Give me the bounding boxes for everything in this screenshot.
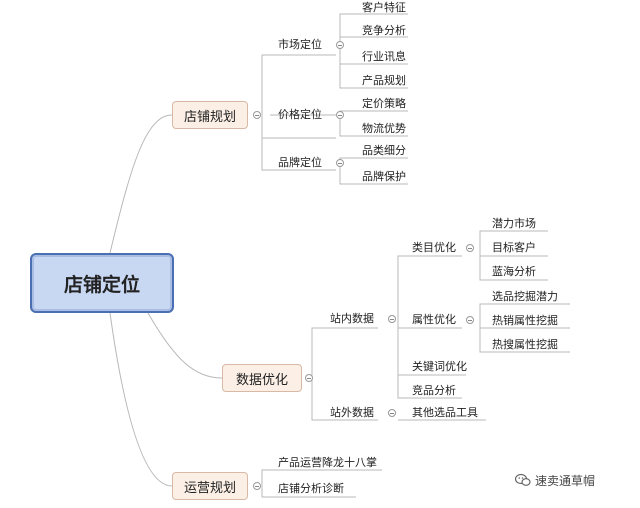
leaf-store-diagnosis[interactable]: 店铺分析诊断	[278, 482, 344, 495]
leaf-other-tools[interactable]: 其他选品工具	[412, 406, 478, 419]
collapse-toggle-brand[interactable]	[336, 159, 344, 167]
collapse-toggle-data-optimization[interactable]	[305, 374, 313, 382]
leaf-blue-ocean[interactable]: 蓝海分析	[492, 265, 536, 278]
connector-root-b2	[147, 312, 223, 379]
leaf-industry-news[interactable]: 行业讯息	[362, 50, 406, 63]
collapse-toggle-attribute[interactable]	[466, 316, 474, 324]
branch-node-data-optimization[interactable]: 数据优化	[222, 364, 302, 392]
leaf-hot-search-attributes[interactable]: 热搜属性挖掘	[492, 338, 558, 351]
watermark-text: 速卖通草帽	[535, 473, 596, 488]
node-brand-positioning[interactable]: 品牌定位	[278, 156, 322, 169]
node-competitor-analysis[interactable]: 竞品分析	[412, 384, 456, 397]
collapse-toggle-category[interactable]	[466, 244, 474, 252]
node-price-positioning[interactable]: 价格定位	[278, 108, 322, 121]
root-node[interactable]: 店铺定位	[30, 253, 174, 313]
collapse-toggle-operation-planning[interactable]	[253, 482, 261, 490]
leaf-logistics-advantage[interactable]: 物流优势	[362, 122, 406, 135]
leaf-product-planning[interactable]: 产品规划	[362, 74, 406, 87]
leaf-category-subdivision[interactable]: 品类细分	[362, 144, 406, 157]
leaf-brand-protection[interactable]: 品牌保护	[362, 170, 406, 183]
node-offsite-data[interactable]: 站外数据	[330, 406, 374, 419]
collapse-toggle-offsite[interactable]	[388, 409, 396, 417]
leaf-hot-sale-attributes[interactable]: 热销属性挖掘	[492, 314, 558, 327]
branch-node-operation-planning[interactable]: 运营规划	[172, 472, 248, 500]
collapse-toggle-price[interactable]	[336, 111, 344, 119]
leaf-target-customers[interactable]: 目标客户	[492, 241, 536, 254]
node-market-positioning[interactable]: 市场定位	[278, 38, 322, 51]
node-keyword-optimization[interactable]: 关键词优化	[412, 360, 467, 373]
node-onsite-data[interactable]: 站内数据	[330, 312, 374, 325]
leaf-potential-market[interactable]: 潜力市场	[492, 217, 536, 230]
collapse-toggle-onsite[interactable]	[388, 315, 396, 323]
leaf-product-selection[interactable]: 选品挖掘潜力	[492, 290, 558, 303]
connector-root-b1	[109, 114, 173, 254]
wechat-icon	[514, 473, 531, 487]
connector-root-b3	[109, 312, 173, 487]
leaf-product-operation[interactable]: 产品运营降龙十八掌	[278, 456, 377, 469]
leaf-customer-traits[interactable]: 客户特征	[362, 1, 406, 14]
collapse-toggle-market[interactable]	[336, 41, 344, 49]
watermark: 速卖通草帽	[514, 472, 596, 488]
node-category-optimization[interactable]: 类目优化	[412, 241, 456, 254]
leaf-competition-analysis[interactable]: 竞争分析	[362, 24, 406, 37]
branch-node-store-planning[interactable]: 店铺规划	[172, 101, 248, 129]
collapse-toggle-store-planning[interactable]	[253, 111, 261, 119]
node-attribute-optimization[interactable]: 属性优化	[412, 313, 456, 326]
leaf-pricing-strategy[interactable]: 定价策略	[362, 97, 406, 110]
